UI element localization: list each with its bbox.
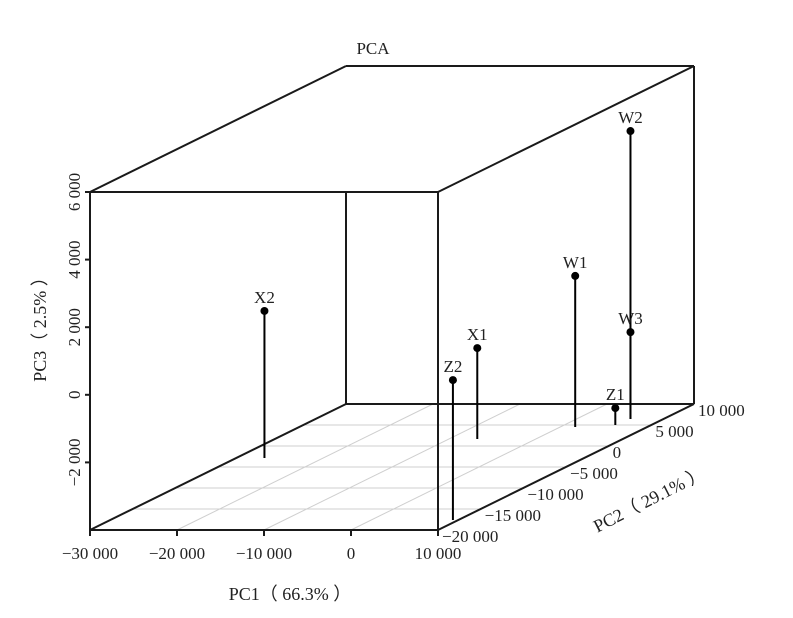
y-tick-label: −10 000: [527, 485, 583, 504]
point-label: W1: [563, 253, 588, 272]
chart-title: PCA: [356, 39, 390, 58]
box-edge: [437, 65, 695, 193]
y-tick-label: −5 000: [570, 464, 618, 483]
tick-labels: −30 000 −20 000 −10 000 0 10 000 −2 000 0 2 000…: [62, 173, 745, 563]
y-tick-label: −15 000: [485, 506, 541, 525]
z-tick-label: 0: [65, 391, 84, 400]
data-point-z2: [448, 376, 457, 385]
box-edge: [437, 403, 695, 531]
data-point-w2: [626, 127, 635, 136]
z-tick-label: 4 000: [65, 240, 84, 278]
point-label: X2: [254, 288, 275, 307]
data-point-w1: [571, 271, 580, 280]
data-point-w3: [626, 328, 635, 337]
grid-line-pc1: [350, 403, 608, 531]
point-label: X1: [467, 325, 488, 344]
y-tick-label: −20 000: [442, 527, 498, 546]
point-label: Z2: [443, 357, 462, 376]
data-point-x2: [260, 306, 269, 315]
z-tick-label: 6 000: [65, 173, 84, 211]
point-label: Z1: [606, 385, 625, 404]
y-tick-label: 0: [613, 443, 622, 462]
x-tick-label: 10 000: [415, 544, 462, 563]
x-tick-label: −30 000: [62, 544, 118, 563]
box-edge: [89, 403, 347, 531]
axis-box: [89, 65, 695, 531]
x-axis-label: PC1（ 66.3% ）: [229, 584, 352, 604]
z-tick-label: 2 000: [65, 308, 84, 346]
data-point-x1: [473, 344, 482, 353]
x-tick-label: −20 000: [149, 544, 205, 563]
x-tick-label: −10 000: [236, 544, 292, 563]
z-axis-label: PC3（ 2.5% ）: [30, 268, 50, 382]
box-edge: [89, 65, 347, 193]
point-label: W2: [618, 108, 643, 127]
data-point-z1: [611, 404, 620, 413]
z-tick-label: −2 000: [65, 438, 84, 486]
point-label: W3: [618, 309, 643, 328]
y-tick-label: 10 000: [698, 401, 745, 420]
x-tick-label: 0: [347, 544, 356, 563]
y-tick-label: 5 000: [655, 422, 693, 441]
grid-line-pc1: [176, 403, 434, 531]
